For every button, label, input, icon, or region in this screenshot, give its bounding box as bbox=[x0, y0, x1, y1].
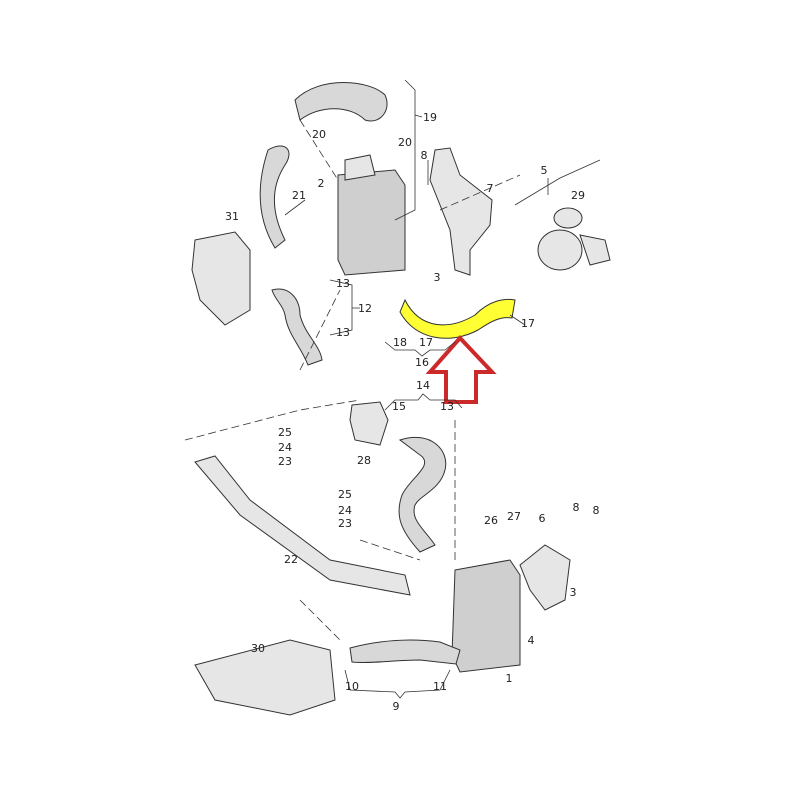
leader-line bbox=[344, 669, 451, 699]
assembly-line bbox=[299, 289, 341, 371]
charge-hose-9 bbox=[349, 639, 461, 665]
callout-20: 20 bbox=[398, 136, 412, 149]
callout-9: 9 bbox=[393, 700, 400, 713]
callout-17: 17 bbox=[521, 317, 535, 330]
callout-5: 5 bbox=[541, 164, 548, 177]
callout-27: 27 bbox=[507, 510, 521, 523]
assembly-line bbox=[439, 174, 521, 211]
callout-14: 14 bbox=[416, 379, 430, 392]
callout-10: 10 bbox=[345, 680, 359, 693]
callout-3: 3 bbox=[434, 271, 441, 284]
leader-line bbox=[384, 341, 456, 357]
callout-16: 16 bbox=[415, 356, 429, 369]
callout-15: 15 bbox=[392, 400, 406, 413]
callout-7: 7 bbox=[487, 182, 494, 195]
callout-31: 31 bbox=[225, 210, 239, 223]
charge-hose-14 bbox=[398, 436, 447, 553]
callout-23: 23 bbox=[338, 517, 352, 530]
assembly-line bbox=[184, 399, 361, 441]
charge-pipe-22 bbox=[194, 455, 411, 596]
callout-3: 3 bbox=[570, 586, 577, 599]
callout-25: 25 bbox=[278, 426, 292, 439]
callout-29: 29 bbox=[571, 189, 585, 202]
callout-13: 13 bbox=[336, 277, 350, 290]
callout-13: 13 bbox=[440, 400, 454, 413]
turbocharger-29 bbox=[537, 207, 611, 271]
callout-4: 4 bbox=[528, 634, 535, 647]
charge-pipe-21 bbox=[259, 145, 290, 249]
callout-12: 12 bbox=[358, 302, 372, 315]
assembly-line bbox=[299, 599, 341, 641]
callout-8: 8 bbox=[573, 501, 580, 514]
callout-22: 22 bbox=[284, 553, 298, 566]
callout-13: 13 bbox=[336, 326, 350, 339]
callout-19: 19 bbox=[423, 111, 437, 124]
cable-tie-5 bbox=[514, 159, 601, 206]
callout-30: 30 bbox=[251, 642, 265, 655]
callout-8: 8 bbox=[421, 149, 428, 162]
callout-23: 23 bbox=[278, 455, 292, 468]
air-guide-30 bbox=[194, 639, 336, 716]
leader-line bbox=[384, 393, 463, 411]
assembly-line bbox=[359, 539, 421, 561]
highlighted-charge-hose bbox=[399, 298, 516, 339]
intercooler-lower bbox=[451, 544, 571, 673]
leader-line bbox=[284, 160, 549, 326]
callout-18: 18 bbox=[393, 336, 407, 349]
air-guide-31 bbox=[191, 231, 251, 326]
bracket-7 bbox=[429, 147, 493, 276]
callout-6: 6 bbox=[539, 512, 546, 525]
callout-24: 24 bbox=[278, 441, 292, 454]
throttle-body-28 bbox=[349, 401, 389, 446]
callout-21: 21 bbox=[292, 189, 306, 202]
callout-26: 26 bbox=[484, 514, 498, 527]
callout-20: 20 bbox=[312, 128, 326, 141]
callout-25: 25 bbox=[338, 488, 352, 501]
highlight-arrow bbox=[425, 335, 497, 404]
intercooler-upper bbox=[337, 154, 406, 276]
callout-28: 28 bbox=[357, 454, 371, 467]
callout-24: 24 bbox=[338, 504, 352, 517]
callout-1: 1 bbox=[506, 672, 513, 685]
callout-11: 11 bbox=[433, 680, 447, 693]
callout-8: 8 bbox=[593, 504, 600, 517]
callout-2: 2 bbox=[318, 177, 325, 190]
leader-line bbox=[394, 79, 423, 221]
upper-charge-hose bbox=[294, 82, 388, 122]
callout-17: 17 bbox=[419, 336, 433, 349]
leader-line bbox=[329, 279, 360, 336]
hose-13 bbox=[271, 288, 323, 366]
